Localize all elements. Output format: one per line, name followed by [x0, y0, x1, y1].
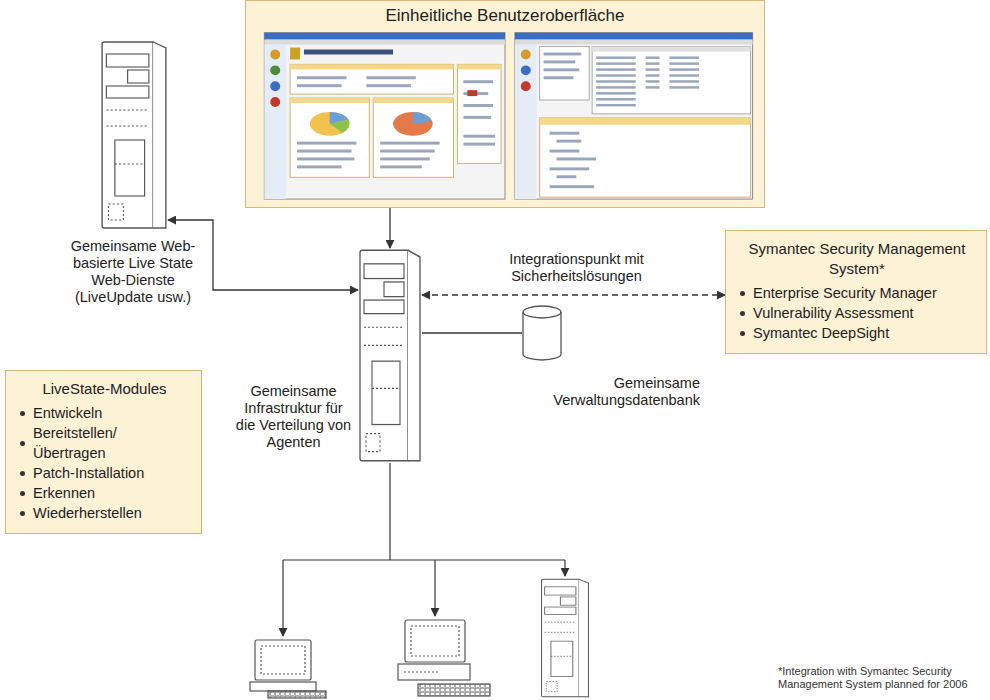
bullet-item: Enterprise Security Manager — [740, 283, 974, 303]
server-node: Gemeinsame Infrastruktur für die Verteil… — [358, 248, 422, 463]
bullet-text: Patch-Installation — [33, 463, 144, 483]
bullet-dot — [740, 291, 745, 296]
server-label: Gemeinsame Web-basierte Live State Web-D… — [58, 238, 208, 306]
bullet-dot — [740, 331, 745, 336]
bullet-dot — [20, 411, 25, 416]
footnote: *Integration with Symantec Security Mana… — [778, 665, 986, 691]
bullet-dot — [20, 511, 25, 516]
panel-title: Einheitliche Benutzeroberfläche — [246, 1, 764, 27]
module-box: Symantec Security Management System* Ente… — [725, 230, 987, 354]
bullet-text: Entwickeln — [33, 403, 102, 423]
module-box: LiveState-ModulesEntwickelnBereitstellen… — [5, 370, 202, 534]
edge-label: Integrationspunkt mit Sicherheitslösunge… — [484, 251, 670, 285]
bullet-item: Vulnerability Assessment — [740, 303, 974, 323]
bullet-text: Vulnerability Assessment — [753, 303, 914, 323]
connector — [422, 332, 522, 333]
bullet-item: Entwickeln — [20, 403, 189, 423]
box-heading: Symantec Security Management System* — [740, 239, 974, 279]
bullet-item: Patch-Installation — [20, 463, 189, 483]
bullet-text: Wiederherstellen — [33, 503, 142, 523]
ui-panel: Einheitliche Benutzeroberfläche — [245, 0, 765, 208]
bullet-dot — [20, 491, 25, 496]
bullet-text: Bereitstellen/Übertragen — [33, 423, 189, 463]
database-label: Gemeinsame Verwaltungsdatenbank — [500, 375, 700, 409]
database-cylinder — [522, 305, 562, 361]
bullet-item: Symantec DeepSight — [740, 323, 974, 343]
server-tower — [100, 40, 168, 230]
database-node: Gemeinsame Verwaltungsdatenbank — [522, 305, 562, 361]
bullet-text: Enterprise Security Manager — [753, 283, 937, 303]
bullet-dot — [20, 471, 25, 476]
bullet-item: Bereitstellen/Übertragen — [20, 423, 189, 463]
server-node: Gemeinsame Web-basierte Live State Web-D… — [100, 40, 168, 230]
bullet-text: Erkennen — [33, 483, 95, 503]
screenshot-illustration — [246, 1, 764, 207]
bullet-item: Erkennen — [20, 483, 189, 503]
server-tower — [358, 248, 422, 463]
box-heading: LiveState-Modules — [20, 379, 189, 399]
server-label: Gemeinsame Infrastruktur für die Verteil… — [233, 383, 354, 451]
bullet-text: Symantec DeepSight — [753, 323, 889, 343]
bullet-dot — [740, 311, 745, 316]
connector — [168, 220, 358, 290]
connector — [389, 208, 390, 248]
bullet-item: Wiederherstellen — [20, 503, 189, 523]
dashed-connector — [422, 294, 725, 295]
bullet-dot — [20, 441, 25, 446]
